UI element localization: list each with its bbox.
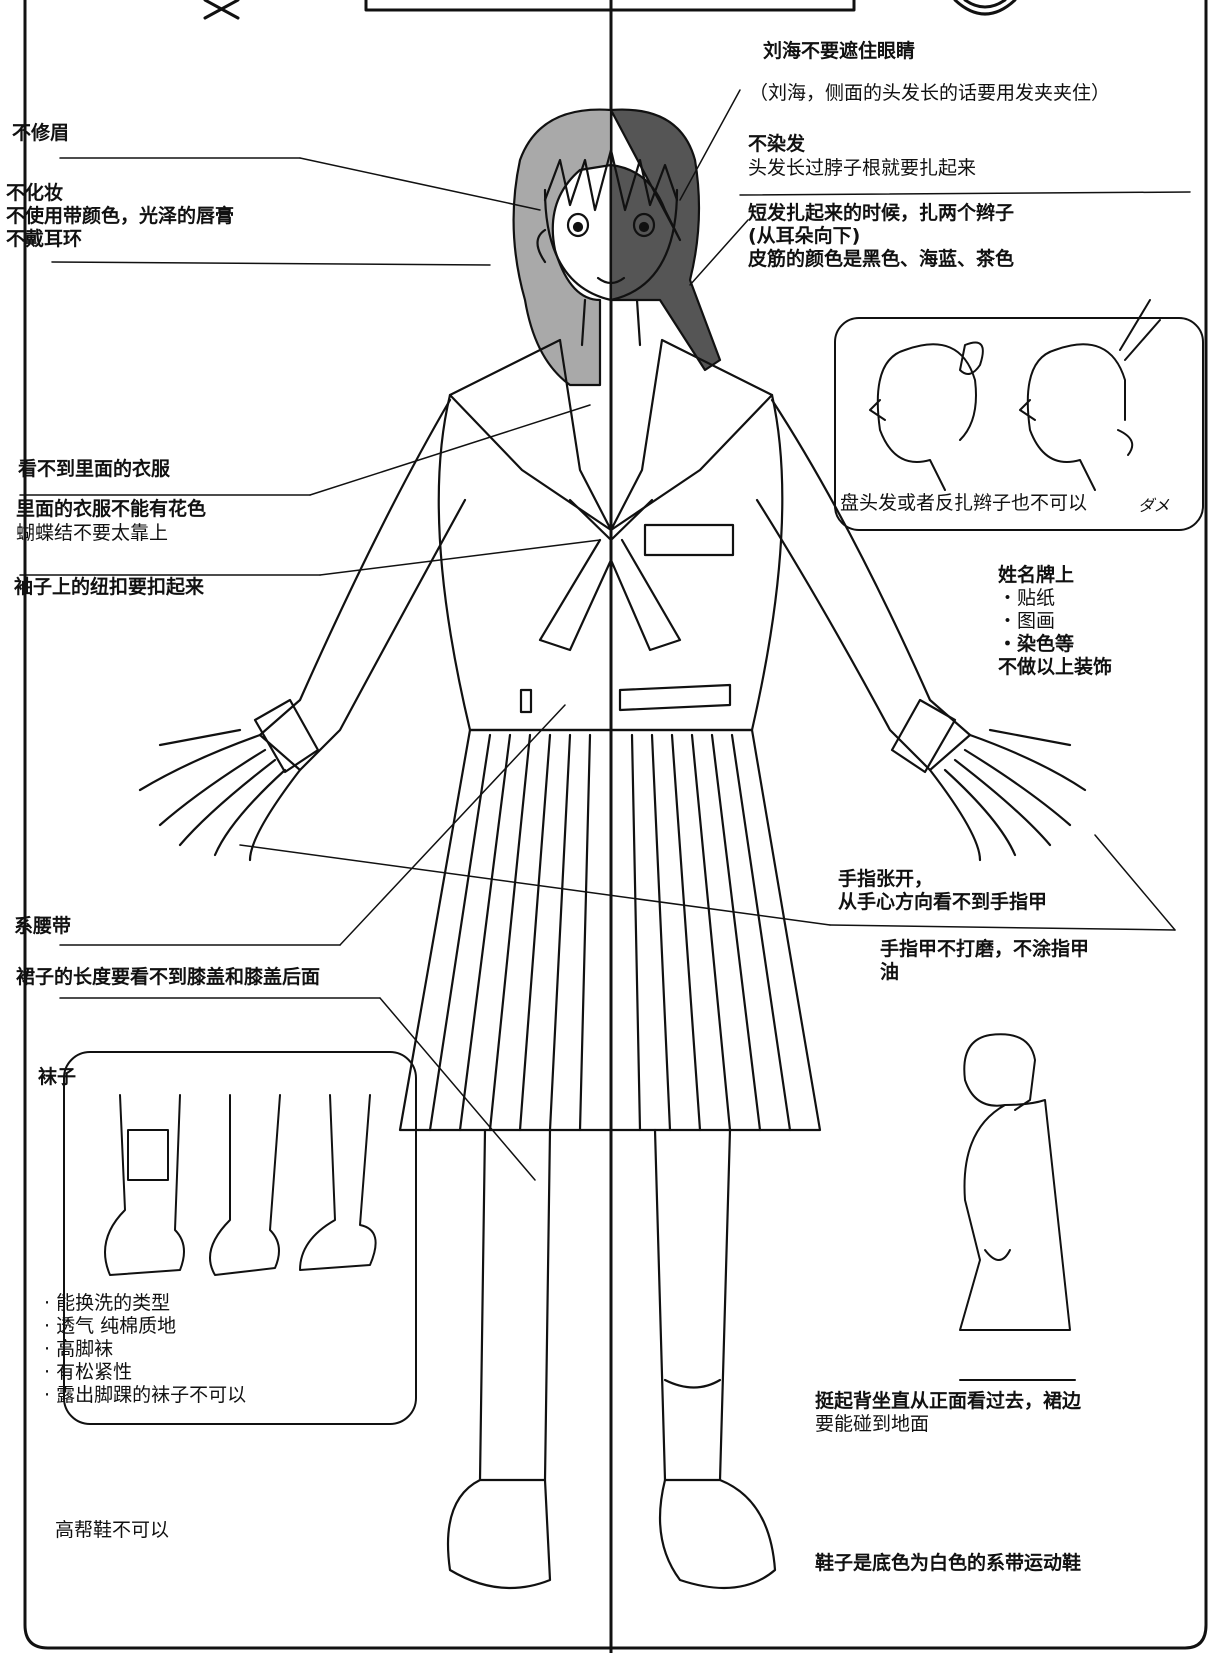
fingers-line-2: 从手心方向看不到手指甲 [838, 891, 1048, 913]
socks-list: · 能换洗的类型 · 透气 纯棉质地 · 高脚袜 · 有松紧性 · 露出脚踝的袜… [44, 1292, 246, 1407]
name-tag-line-3: ・图画 [998, 610, 1056, 632]
high-shoes-label: 高帮鞋不可以 [55, 1519, 170, 1541]
belt-loop [519, 688, 533, 714]
leader-lines [19, 89, 1191, 1181]
makeup-line-1: 不化妆 [6, 182, 64, 204]
skirt-length-label: 裙子的长度要看不到膝盖和膝盖后面 [16, 966, 321, 988]
name-tag-label: 姓名牌上 ・贴纸 ・图画 ・染色等 不做以上装饰 [998, 564, 1112, 679]
makeup-line-3: 不戴耳环 [6, 228, 83, 250]
profile-bun [869, 341, 984, 491]
hand-right [928, 728, 1087, 862]
neck [580, 298, 642, 347]
short-hair-line-2: (从耳朵向下) [748, 225, 861, 247]
sitting-line-1: 挺起背坐直从正面看过去，裙边 [815, 1390, 1082, 1412]
shoe-left [446, 1478, 552, 1590]
inner-clothes-label: 看不到里面的衣服 [18, 458, 171, 480]
arm-right [755, 398, 972, 772]
bangs-title: 刘海不要遮住眼睛 [763, 40, 916, 62]
bangs [543, 148, 679, 212]
circle-icon [953, 0, 1017, 16]
hair-tie-label: 头发长过脖子根就要扎起来 [748, 157, 977, 179]
no-eyebrow-label: 不修眉 [12, 122, 70, 144]
cuff-left [253, 698, 320, 774]
face [543, 188, 679, 302]
bangs-note: （刘海，侧面的头发长的话要用发夹夹住） [749, 82, 1111, 104]
name-tag-line-5: 不做以上装饰 [998, 656, 1113, 678]
sock-right [663, 1378, 722, 1389]
socks-item-2: · 透气 纯棉质地 [44, 1315, 177, 1337]
socks-title: 袜子 [38, 1066, 77, 1088]
hair-dye-label: 不染发 [748, 133, 806, 155]
skirt [398, 728, 822, 1132]
frame [23, 0, 1208, 1650]
hair-left [512, 108, 613, 387]
name-tag-line-2: ・贴纸 [998, 587, 1056, 609]
dame-mark: ダメ [1138, 496, 1170, 515]
sitting-line-2: 要能碰到地面 [815, 1413, 930, 1435]
name-tag-line-1: 姓名牌上 [998, 564, 1075, 586]
legs [478, 1128, 732, 1482]
socks-item-5: · 露出脚踝的袜子不可以 [44, 1384, 247, 1406]
seated-figure [959, 1033, 1076, 1381]
profile-ponytail [1019, 299, 1161, 491]
nails-line-1: 手指甲不打磨，不涂指甲 [880, 938, 1090, 960]
fingers-line-1: 手指张开， [838, 868, 934, 890]
inner-pattern-label: 里面的衣服不能有花色 [16, 498, 207, 520]
hair-right [609, 108, 722, 372]
short-hair-label: 短发扎起来的时候，扎两个辫子 (从耳朵向下) 皮筋的颜色是黑色、海蓝、茶色 [748, 202, 1014, 271]
fingers-label: 手指张开， 从手心方向看不到手指甲 [838, 868, 1047, 914]
nails-line-2: 油 [880, 961, 900, 983]
sock-medium [209, 1094, 281, 1276]
short-hair-line-1: 短发扎起来的时候，扎两个辫子 [748, 202, 1015, 224]
socks-item-4: · 有松紧性 [44, 1361, 133, 1383]
belt-label: 系腰带 [14, 915, 72, 937]
ear-left [536, 228, 547, 264]
bun-caption: 盘头发或者反扎辫子也不可以 [840, 492, 1088, 514]
makeup-label: 不化妆 不使用带颜色，光泽的唇膏 不戴耳环 [6, 182, 234, 251]
sock-ankle [299, 1094, 377, 1271]
nails-label: 手指甲不打磨，不涂指甲 油 [880, 938, 1089, 984]
name-tag-line-4: ・染色等 [998, 633, 1075, 655]
pocket [643, 523, 735, 557]
seated-hand [984, 1249, 1011, 1261]
mouth [596, 276, 626, 285]
cuff-right [890, 698, 957, 774]
hand-left [138, 728, 302, 862]
socks-box [63, 1051, 417, 1425]
sitting-label: 挺起背坐直从正面看过去，裙边 要能碰到地面 [815, 1390, 1081, 1436]
neckerchief [538, 498, 682, 652]
belt-line [618, 683, 732, 712]
shoe-right [658, 1478, 777, 1590]
short-hair-line-3: 皮筋的颜色是黑色、海蓝、茶色 [748, 248, 1015, 270]
socks-item-3: · 高脚袜 [44, 1338, 114, 1360]
sock-high [104, 1094, 185, 1276]
socks-item-1: · 能换洗的类型 [44, 1292, 171, 1314]
skirt-pleats [428, 733, 792, 1132]
sock-band [127, 1129, 169, 1181]
sleeve-button-label: 袖子上的纽扣要扣起来 [14, 576, 205, 598]
hairstyle-box [834, 317, 1204, 531]
makeup-line-2: 不使用带颜色，光泽的唇膏 [6, 205, 235, 227]
arm-left [258, 398, 467, 772]
shoes-label: 鞋子是底色为白色的系带运动鞋 [815, 1552, 1082, 1574]
bow-note-label: 蝴蝶结不要太靠上 [16, 522, 169, 544]
title-box [364, 0, 856, 12]
eye-right [632, 212, 656, 238]
eye-left [566, 212, 590, 238]
cross-icon [203, 0, 240, 20]
